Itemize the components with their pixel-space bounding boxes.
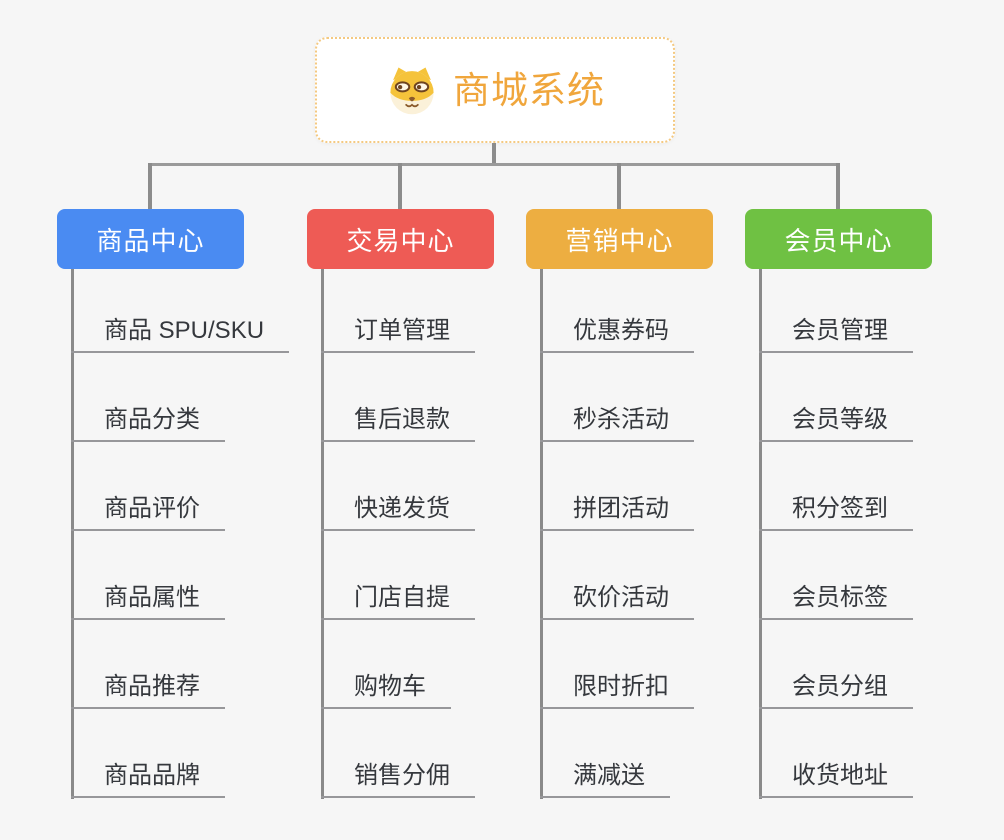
tree-leaf[interactable]: 收货地址: [759, 764, 913, 798]
tree-leaf[interactable]: 会员管理: [759, 319, 913, 353]
branch-node-marketing[interactable]: 营销中心: [526, 209, 713, 269]
tree-leaf[interactable]: 商品评价: [71, 497, 225, 531]
branch-trunk-line: [759, 269, 762, 799]
tree-leaf[interactable]: 购物车: [321, 675, 451, 709]
tree-leaf[interactable]: 订单管理: [321, 319, 475, 353]
tree-leaf[interactable]: 商品分类: [71, 408, 225, 442]
tree-leaf[interactable]: 限时折扣: [540, 675, 694, 709]
tree-leaf[interactable]: 积分签到: [759, 497, 913, 531]
tree-leaf[interactable]: 商品 SPU/SKU: [71, 319, 290, 353]
connector-stem: [492, 143, 496, 166]
tree-leaf[interactable]: 砍价活动: [540, 586, 694, 620]
dog-face-icon: [390, 67, 434, 115]
tree-leaf[interactable]: 商品品牌: [71, 764, 225, 798]
branch-trunk-line: [321, 269, 324, 799]
branch-children-product: 商品 SPU/SKU 商品分类 商品评价 商品属性 商品推荐 商品品牌: [71, 264, 290, 798]
connector-drop-product: [148, 163, 152, 210]
tree-leaf[interactable]: 会员等级: [759, 408, 913, 442]
branch-children-member: 会员管理 会员等级 积分签到 会员标签 会员分组 收货地址: [759, 264, 913, 798]
tree-leaf[interactable]: 商品属性: [71, 586, 225, 620]
tree-leaf[interactable]: 会员标签: [759, 586, 913, 620]
tree-leaf[interactable]: 满减送: [540, 764, 670, 798]
branch-children-trade: 订单管理 售后退款 快递发货 门店自提 购物车 销售分佣: [321, 264, 475, 798]
connector-hbar: [148, 163, 840, 166]
tree-leaf[interactable]: 秒杀活动: [540, 408, 694, 442]
root-node[interactable]: 商城系统: [315, 37, 675, 143]
branch-trunk-line: [71, 269, 74, 799]
branch-node-product[interactable]: 商品中心: [57, 209, 244, 269]
branch-node-member[interactable]: 会员中心: [745, 209, 932, 269]
branch-children-marketing: 优惠券码 秒杀活动 拼团活动 砍价活动 限时折扣 满减送: [540, 264, 694, 798]
tree-leaf[interactable]: 售后退款: [321, 408, 475, 442]
tree-leaf[interactable]: 销售分佣: [321, 764, 475, 798]
branch-trunk-line: [540, 269, 543, 799]
connector-drop-marketing: [617, 163, 621, 210]
branch-node-trade[interactable]: 交易中心: [307, 209, 494, 269]
root-title: 商城系统: [453, 69, 605, 111]
connector-drop-member: [836, 163, 840, 210]
tree-leaf[interactable]: 拼团活动: [540, 497, 694, 531]
tree-leaf[interactable]: 优惠券码: [540, 319, 694, 353]
tree-leaf[interactable]: 门店自提: [321, 586, 475, 620]
connector-drop-trade: [398, 163, 402, 210]
tree-leaf[interactable]: 快递发货: [321, 497, 475, 531]
tree-leaf[interactable]: 会员分组: [759, 675, 913, 709]
tree-leaf[interactable]: 商品推荐: [71, 675, 225, 709]
